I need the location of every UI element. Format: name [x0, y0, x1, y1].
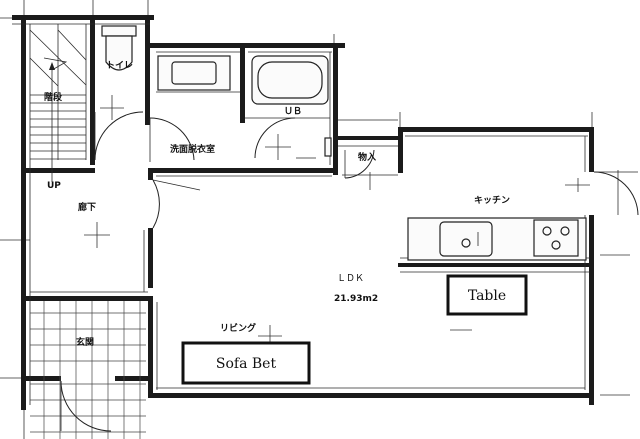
walls	[12, 15, 594, 410]
hallway-label: 廊下	[78, 201, 96, 213]
hallway-doors	[149, 117, 201, 229]
living-label: リビング	[220, 322, 256, 334]
table-label: Table	[468, 288, 506, 304]
room-labels: トイレ 階段 UP ＵＢ 洗面脱衣室 物入 キッチン 廊下 ＬＤＫ 21.93m…	[44, 60, 510, 348]
sofa-bed-furniture: Sofa Bet	[181, 341, 311, 385]
ldk-area-label: 21.93m2	[334, 294, 378, 304]
washroom-label: 洗面脱衣室	[170, 143, 215, 155]
sofa-bed-label: Sofa Bet	[216, 356, 277, 372]
washbasin	[156, 55, 240, 93]
ldk-label: ＬＤＫ	[337, 274, 364, 284]
unit-bath-label: ＵＢ	[284, 106, 302, 117]
entrance-tiles	[30, 301, 146, 439]
kitchen-counter	[407, 171, 639, 261]
entrance-label: 玄関	[76, 336, 94, 348]
grid-markers	[84, 95, 590, 348]
wall-faces	[12, 23, 590, 405]
bathtub	[245, 55, 332, 159]
stairs	[29, 24, 87, 182]
toilet-label: トイレ	[106, 60, 133, 71]
stairs-up-label: UP	[47, 181, 61, 191]
storage-doors	[338, 119, 398, 179]
storage-label: 物入	[358, 151, 376, 163]
stairs-label: 階段	[44, 91, 63, 103]
toilet-fixture	[94, 25, 144, 161]
kitchen-label: キッチン	[474, 195, 510, 206]
table-furniture: Table	[446, 274, 528, 316]
